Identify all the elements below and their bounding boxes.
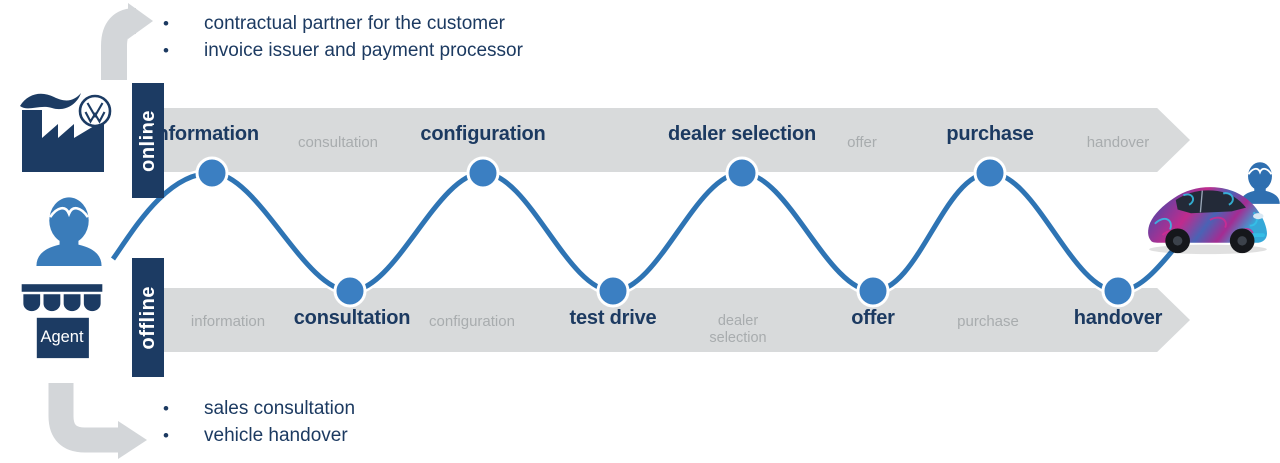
lane-offline-label: offline	[136, 285, 159, 350]
car-image	[1148, 187, 1267, 255]
online-band	[164, 108, 1190, 172]
bullet-icon: •	[163, 41, 169, 60]
annotation-line: • contractual partner for the customer	[163, 10, 523, 37]
customer-icon	[36, 197, 102, 266]
station-online-purchase: purchase	[946, 123, 1034, 145]
station-offline-information: information	[190, 313, 266, 330]
station-online-offer: offer	[847, 134, 877, 151]
agent-label: Agent	[40, 328, 84, 346]
annotation-text: contractual partner for the customer	[204, 13, 505, 34]
storefront-icon	[21, 284, 103, 359]
station-offline-dealer-selection: dealer selection	[709, 313, 767, 347]
annotation-line: • vehicle handover	[163, 422, 355, 449]
station-online-consultation: consultation	[297, 134, 379, 151]
station-online-information: information	[151, 123, 259, 145]
station-offline-purchase: purchase	[957, 313, 1019, 330]
agent-store-icon: Agent	[20, 284, 104, 360]
flow-arrow-top-icon	[101, 3, 153, 80]
factory-icon	[20, 93, 112, 172]
bullet-icon: •	[163, 14, 169, 33]
flow-arrow-bottom-icon	[48, 383, 147, 459]
station-offline-offer: offer	[851, 307, 895, 329]
station-offline-configuration: configuration	[429, 313, 515, 330]
station-online-handover: handover	[1086, 134, 1150, 151]
station-online-configuration: configuration	[420, 123, 546, 145]
annotation-text: invoice issuer and payment processor	[204, 40, 523, 61]
annotation-text: vehicle handover	[204, 425, 348, 446]
station-offline-consultation: consultation	[293, 307, 411, 329]
annotation-line: • sales consultation	[163, 395, 355, 422]
online-annotation: • contractual partner for the customer •…	[163, 10, 523, 64]
vw-logo-icon	[78, 94, 112, 128]
offline-annotation: • sales consultation • vehicle handover	[163, 395, 355, 449]
annotation-text: sales consultation	[204, 398, 356, 419]
bullet-icon: •	[163, 426, 169, 445]
station-offline-test-drive: test drive	[569, 307, 657, 329]
station-offline-handover: handover	[1073, 307, 1163, 329]
bullet-icon: •	[163, 399, 169, 418]
dealer-person-icon	[1240, 162, 1280, 204]
lane-offline-block: offline	[132, 258, 164, 377]
station-online-dealer-selection: dealer selection	[668, 123, 816, 145]
annotation-line: • invoice issuer and payment processor	[163, 37, 523, 64]
